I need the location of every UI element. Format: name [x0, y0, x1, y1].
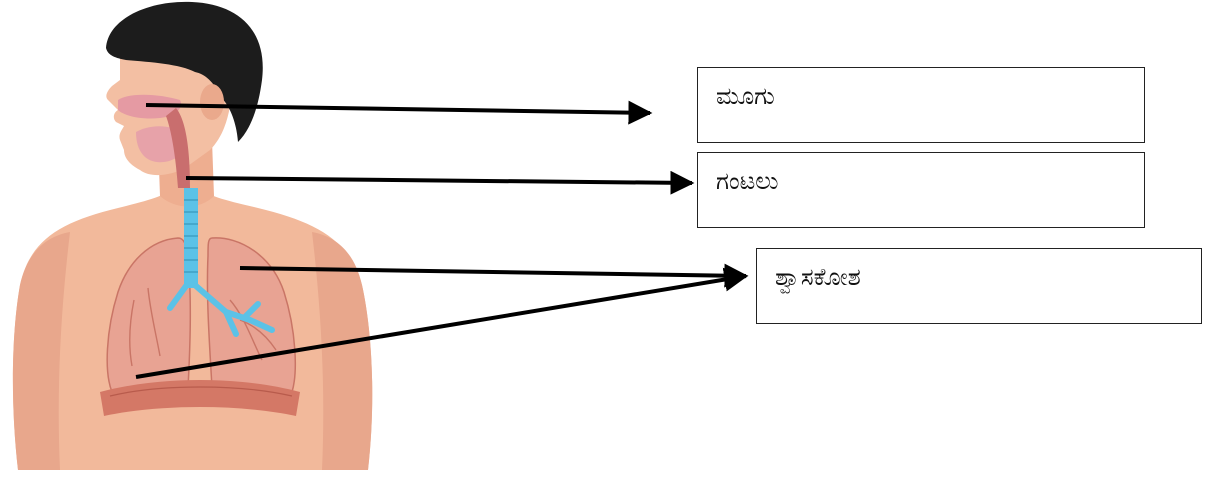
label-box-nose: ಮೂಗು [697, 67, 1145, 143]
label-throat: ಗಂಟಲು [716, 167, 778, 195]
label-box-lungs: ಶ್ವಾಸಕೋಶ [756, 248, 1202, 324]
label-box-throat: ಗಂಟಲು [697, 152, 1145, 228]
label-nose: ಮೂಗು [716, 82, 775, 110]
trachea [184, 188, 198, 288]
arrow-throat [186, 178, 692, 183]
label-lungs: ಶ್ವಾಸಕೋಶ [775, 263, 861, 291]
ear [200, 84, 224, 120]
